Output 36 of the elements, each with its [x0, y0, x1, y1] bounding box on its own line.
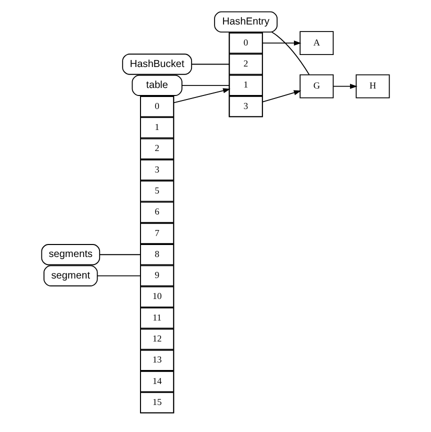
node-box: A — [300, 31, 334, 56]
node-box: 10 — [140, 286, 174, 308]
node-box: 2 — [140, 138, 174, 160]
node-box: 0 — [228, 32, 263, 54]
node-box: 7 — [140, 222, 174, 244]
node-box: 13 — [140, 350, 174, 371]
node-box: 8 — [140, 244, 174, 266]
connector — [271, 32, 310, 75]
node-box: 15 — [140, 392, 174, 414]
node-box: segments — [41, 244, 100, 266]
node-box: 3 — [228, 96, 263, 118]
arrow — [262, 90, 302, 102]
arrow — [332, 84, 358, 89]
node-box: 9 — [140, 265, 174, 286]
node-box: HashBucket — [122, 54, 192, 75]
connector — [191, 64, 230, 65]
node-box: 0 — [140, 96, 174, 118]
node-box: 1 — [140, 117, 174, 138]
node-box: 5 — [140, 180, 174, 202]
node-box: H — [356, 74, 390, 98]
connector — [96, 275, 141, 276]
node-box: table — [132, 74, 182, 96]
connector — [182, 84, 230, 86]
node-box: 2 — [228, 54, 263, 75]
arrow — [174, 88, 230, 104]
node-box: 11 — [140, 308, 174, 329]
node-box: 6 — [140, 202, 174, 223]
node-box: G — [300, 74, 334, 98]
node-box: 3 — [140, 159, 174, 181]
node-box: 12 — [140, 328, 174, 350]
node-box: segment — [44, 265, 98, 286]
arrow — [262, 40, 302, 46]
connector — [99, 254, 141, 256]
node-box: 1 — [228, 74, 263, 96]
node-box: 14 — [140, 370, 174, 392]
node-box: HashEntry — [214, 11, 278, 33]
